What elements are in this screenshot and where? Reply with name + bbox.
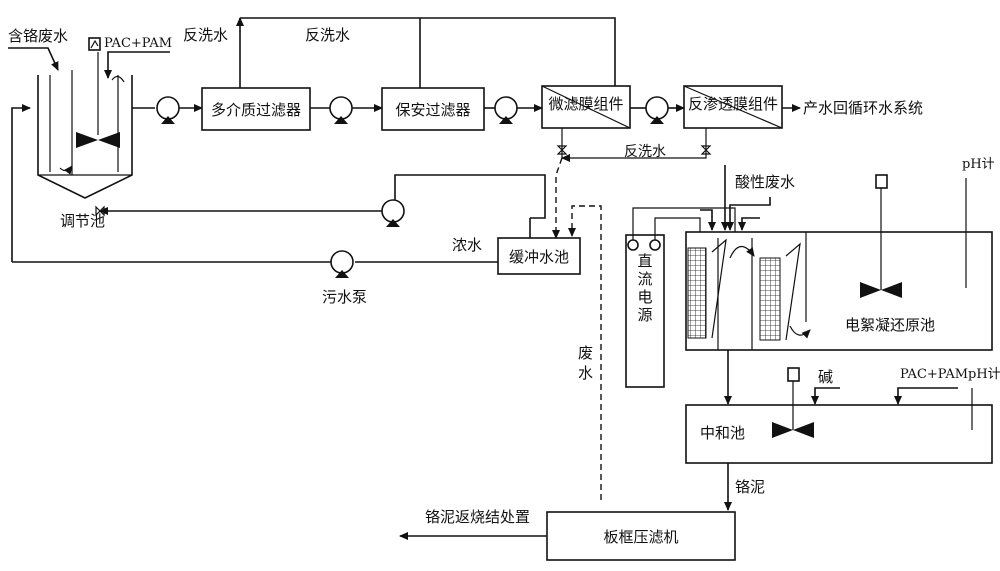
multimedia-filter-label: 多介质过滤器 xyxy=(211,101,301,119)
concentrate-label: 浓水 xyxy=(452,236,482,254)
mixer-icon xyxy=(772,367,814,438)
pac-pam-top-label: PAC+PAM xyxy=(104,36,172,51)
sewage-pump-icon xyxy=(330,250,354,278)
multimedia-filter xyxy=(201,87,311,131)
chromium-sludge-label: 铬泥 xyxy=(735,478,765,496)
microfiltration-label: 微滤膜组件 xyxy=(548,95,623,113)
backwash-label-1: 反洗水 xyxy=(183,26,228,44)
dc-power-supply xyxy=(625,234,665,388)
pump-icon xyxy=(645,96,669,124)
neutralization-tank xyxy=(685,404,993,464)
pump-icon xyxy=(156,96,180,124)
security-filter xyxy=(381,87,485,131)
buffer-tank xyxy=(497,237,581,275)
dc-power-label: 直流电源 xyxy=(637,252,652,324)
pump-icon xyxy=(494,96,518,124)
acidic-wastewater-label: 酸性废水 xyxy=(735,173,795,191)
ph-meter-label-1: pH计 xyxy=(962,157,995,172)
backwash-label-3: 反洗水 xyxy=(624,144,666,160)
buffer-tank-label: 缓冲水池 xyxy=(509,248,569,266)
ph-meter-label-2: pH计 xyxy=(968,367,1000,382)
alkali-label: 碱 xyxy=(818,368,833,386)
electrode-array xyxy=(687,232,811,350)
backwash-label-2: 反洗水 xyxy=(305,26,350,44)
mixer-icon xyxy=(860,174,902,298)
sewage-pump-label: 污水泵 xyxy=(322,288,367,306)
product-water-label: 产水回循环水系统 xyxy=(803,99,923,117)
electro-flocculation-tank xyxy=(685,231,993,351)
sludge-return-label: 铬泥返烧结处置 xyxy=(425,508,530,526)
pump-icon xyxy=(329,96,353,124)
neutralization-label: 中和池 xyxy=(700,424,745,442)
filter-press xyxy=(546,511,736,561)
pac-pam-right-label: PAC+PAM xyxy=(900,367,968,382)
reverse-osmosis-label: 反渗透膜组件 xyxy=(688,95,778,113)
regulating-tank xyxy=(37,37,133,199)
chromium-wastewater-label: 含铬废水 xyxy=(8,27,68,45)
regulating-tank-label: 调节池 xyxy=(60,212,105,230)
electro-flocculation-label: 电絮凝还原池 xyxy=(845,316,935,334)
security-filter-label: 保安过滤器 xyxy=(395,101,470,119)
filter-press-label: 板框压滤机 xyxy=(603,528,678,546)
waste-water-label: 废水 xyxy=(578,344,593,382)
pump-icon xyxy=(381,199,405,227)
